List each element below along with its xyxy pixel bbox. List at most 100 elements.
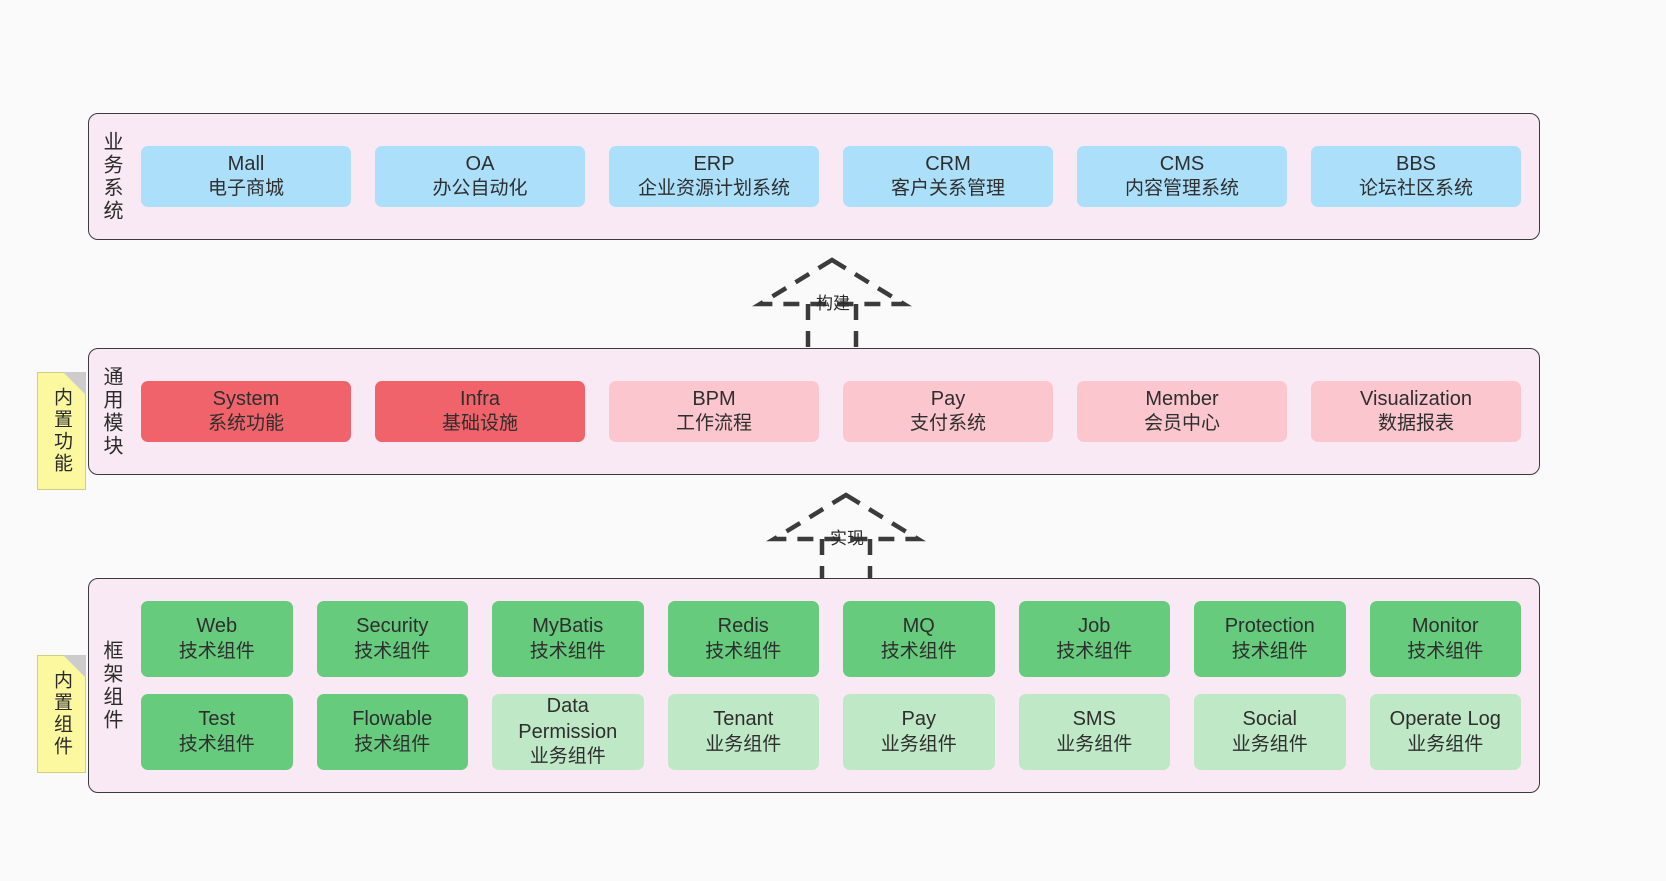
card-system[interactable]: System 系统功能 bbox=[141, 380, 351, 443]
card-title: Monitor bbox=[1411, 615, 1479, 638]
card-subtitle: 技术组件 bbox=[354, 640, 431, 662]
layer-business-system: 业务系统 Mall 电子商城 OA 办公自动化 ERP 企业资源计划系统 CRM… bbox=[88, 113, 1540, 240]
card-row: Test 技术组件 Flowable 技术组件 Data Permission … bbox=[141, 694, 1521, 770]
card-subtitle: 企业资源计划系统 bbox=[637, 178, 790, 200]
connector-implement: 实现 bbox=[766, 491, 926, 587]
card-subtitle: 技术组件 bbox=[1407, 640, 1484, 662]
card-title: ERP bbox=[693, 152, 735, 175]
layer-common-module: 通用模块 System 系统功能 Infra 基础设施 BPM 工作流程 Pay… bbox=[88, 348, 1540, 475]
card-redis[interactable]: Redis 技术组件 bbox=[667, 601, 819, 677]
card-monitor[interactable]: Monitor 技术组件 bbox=[1369, 601, 1521, 677]
card-subtitle: 技术组件 bbox=[178, 640, 255, 662]
card-title: CMS bbox=[1159, 152, 1205, 175]
card-subtitle: 业务组件 bbox=[880, 733, 957, 755]
card-row: Web 技术组件 Security 技术组件 MyBatis 技术组件 Redi… bbox=[141, 601, 1521, 677]
card-title: Social bbox=[1242, 708, 1297, 731]
card-title: System bbox=[212, 387, 280, 410]
card-infra[interactable]: Infra 基础设施 bbox=[375, 380, 585, 443]
card-subtitle: 业务组件 bbox=[1407, 733, 1484, 755]
card-subtitle: 支付系统 bbox=[909, 413, 986, 435]
card-subtitle: 技术组件 bbox=[1231, 640, 1308, 662]
connector-implement-label: 实现 bbox=[830, 529, 864, 548]
layer-body-business-system: Mall 电子商城 OA 办公自动化 ERP 企业资源计划系统 CRM 客户关系… bbox=[133, 114, 1539, 239]
layer-label-business-system: 业务系统 bbox=[100, 130, 122, 223]
card-mq[interactable]: MQ 技术组件 bbox=[843, 601, 995, 677]
card-title: Infra bbox=[459, 387, 501, 410]
card-job[interactable]: Job 技术组件 bbox=[1018, 601, 1170, 677]
note-label: 内置组件 bbox=[51, 670, 72, 758]
card-security[interactable]: Security 技术组件 bbox=[316, 601, 468, 677]
card-web[interactable]: Web 技术组件 bbox=[141, 601, 293, 677]
card-title: BBS bbox=[1395, 152, 1437, 175]
card-subtitle: 数据报表 bbox=[1377, 413, 1454, 435]
card-title: Security bbox=[356, 615, 429, 638]
card-oa[interactable]: OA 办公自动化 bbox=[375, 145, 585, 208]
card-title: Member bbox=[1145, 387, 1219, 410]
note-builtin-function: 内置功能 bbox=[37, 372, 86, 490]
card-erp[interactable]: ERP 企业资源计划系统 bbox=[609, 145, 819, 208]
card-title: SMS bbox=[1072, 708, 1116, 731]
card-title: Protection bbox=[1224, 615, 1315, 638]
card-sms[interactable]: SMS 业务组件 bbox=[1018, 694, 1170, 770]
card-pay-component[interactable]: Pay 业务组件 bbox=[843, 694, 995, 770]
card-subtitle: 业务组件 bbox=[529, 746, 606, 768]
card-protection[interactable]: Protection 技术组件 bbox=[1194, 601, 1346, 677]
card-title: MyBatis bbox=[532, 615, 604, 638]
card-subtitle: 技术组件 bbox=[705, 640, 782, 662]
card-subtitle: 系统功能 bbox=[207, 413, 284, 435]
card-bpm[interactable]: BPM 工作流程 bbox=[609, 380, 819, 443]
card-title: Job bbox=[1078, 615, 1111, 638]
card-mybatis[interactable]: MyBatis 技术组件 bbox=[492, 601, 644, 677]
note-label: 内置功能 bbox=[51, 387, 72, 475]
card-visualization[interactable]: Visualization 数据报表 bbox=[1311, 380, 1521, 443]
card-subtitle: 业务组件 bbox=[1056, 733, 1133, 755]
card-pay-module[interactable]: Pay 支付系统 bbox=[843, 380, 1053, 443]
card-flowable[interactable]: Flowable 技术组件 bbox=[316, 694, 468, 770]
card-crm[interactable]: CRM 客户关系管理 bbox=[843, 145, 1053, 208]
card-tenant[interactable]: Tenant 业务组件 bbox=[667, 694, 819, 770]
card-title: Flowable bbox=[352, 708, 433, 731]
card-subtitle: 电子商城 bbox=[207, 178, 284, 200]
card-title: Tenant bbox=[713, 708, 774, 731]
card-operate-log[interactable]: Operate Log 业务组件 bbox=[1369, 694, 1521, 770]
card-subtitle: 办公自动化 bbox=[432, 178, 528, 200]
layer-label-framework-component: 框架组件 bbox=[100, 639, 122, 732]
card-subtitle: 工作流程 bbox=[675, 413, 752, 435]
card-title: CRM bbox=[925, 152, 971, 175]
layer-label-common-module: 通用模块 bbox=[100, 365, 122, 458]
card-mall[interactable]: Mall 电子商城 bbox=[141, 145, 351, 208]
card-title: Web bbox=[196, 615, 238, 638]
folded-corner-icon bbox=[63, 372, 86, 395]
card-title: Mall bbox=[227, 152, 265, 175]
card-title: Redis bbox=[717, 615, 769, 638]
card-test[interactable]: Test 技术组件 bbox=[141, 694, 293, 770]
layer-body-common-module: System 系统功能 Infra 基础设施 BPM 工作流程 Pay 支付系统… bbox=[133, 349, 1539, 474]
card-subtitle: 技术组件 bbox=[1056, 640, 1133, 662]
card-bbs[interactable]: BBS 论坛社区系统 bbox=[1311, 145, 1521, 208]
card-title: OA bbox=[465, 152, 495, 175]
card-cms[interactable]: CMS 内容管理系统 bbox=[1077, 145, 1287, 208]
connector-build-label: 构建 bbox=[816, 294, 850, 313]
card-title: Pay bbox=[930, 387, 966, 410]
card-subtitle: 技术组件 bbox=[880, 640, 957, 662]
card-subtitle: 业务组件 bbox=[1231, 733, 1308, 755]
card-subtitle: 业务组件 bbox=[705, 733, 782, 755]
card-title: Pay bbox=[901, 708, 936, 731]
card-title: BPM bbox=[692, 387, 736, 410]
dashed-generalization-arrow-icon bbox=[752, 257, 912, 352]
folded-corner-icon bbox=[63, 655, 86, 678]
card-social[interactable]: Social 业务组件 bbox=[1194, 694, 1346, 770]
card-subtitle: 技术组件 bbox=[529, 640, 606, 662]
card-title: MQ bbox=[902, 615, 935, 638]
card-title: Visualization bbox=[1360, 387, 1472, 410]
card-subtitle: 基础设施 bbox=[441, 413, 518, 435]
card-member[interactable]: Member 会员中心 bbox=[1077, 380, 1287, 443]
card-title: Operate Log bbox=[1389, 708, 1501, 731]
card-row: System 系统功能 Infra 基础设施 BPM 工作流程 Pay 支付系统… bbox=[141, 380, 1521, 443]
card-row: Mall 电子商城 OA 办公自动化 ERP 企业资源计划系统 CRM 客户关系… bbox=[141, 145, 1521, 208]
card-subtitle: 会员中心 bbox=[1143, 413, 1220, 435]
note-builtin-component: 内置组件 bbox=[37, 655, 86, 773]
card-subtitle: 内容管理系统 bbox=[1124, 178, 1239, 200]
card-data-permission[interactable]: Data Permission 业务组件 bbox=[492, 694, 644, 770]
